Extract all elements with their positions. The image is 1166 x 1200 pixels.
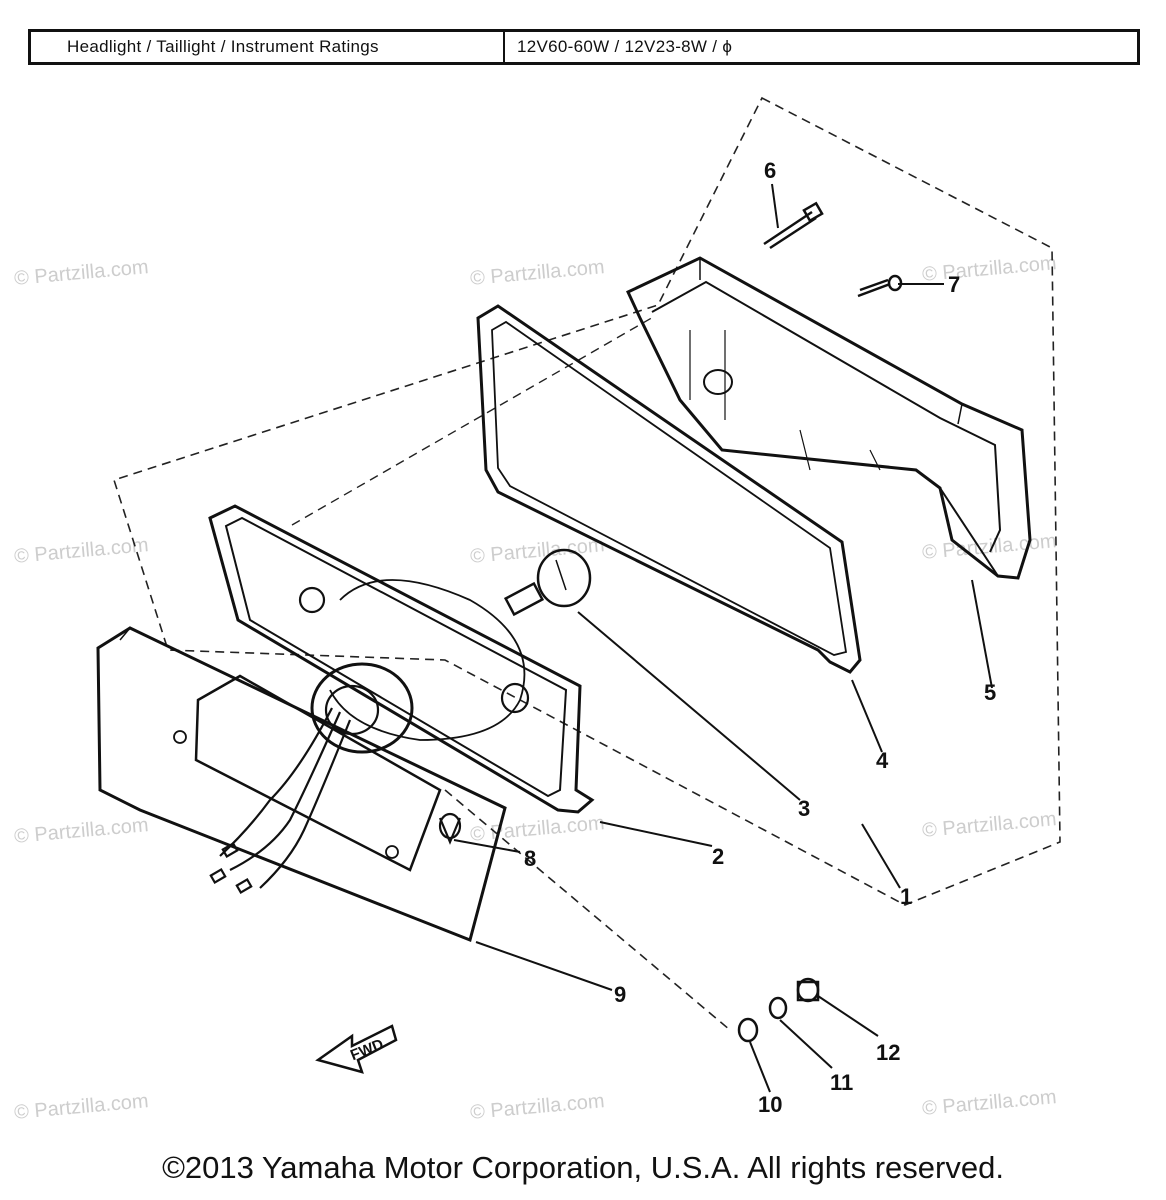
callout-7: 7 xyxy=(948,272,960,297)
rear-housing xyxy=(626,256,1032,580)
wiring-harness xyxy=(209,707,352,894)
ratings-value: 12V60-60W / 12V23-8W / ϕ xyxy=(517,37,733,56)
assembly-boundary xyxy=(444,789,731,1031)
screw-6 xyxy=(763,201,824,250)
lens-gasket xyxy=(491,320,848,656)
bulb xyxy=(503,548,592,617)
callout-11: 11 xyxy=(830,1070,853,1095)
ratings-label: Headlight / Taillight / Instrument Ratin… xyxy=(31,32,505,62)
assembly-boundary xyxy=(112,96,1061,906)
headlight-bezel xyxy=(96,626,507,943)
callout-2: 2 xyxy=(712,844,724,869)
assembly-boundary xyxy=(291,315,656,526)
lens-gasket xyxy=(476,304,862,674)
callout-12: 12 xyxy=(876,1040,900,1065)
callout-4: 4 xyxy=(876,748,889,773)
pilot-bulb xyxy=(438,812,462,845)
callout-5: 5 xyxy=(984,680,996,705)
ratings-table: Headlight / Taillight / Instrument Ratin… xyxy=(28,29,1140,65)
fasteners xyxy=(737,977,820,1043)
callout-10: 10 xyxy=(758,1092,782,1117)
callout-9: 9 xyxy=(614,982,626,1007)
fwd-arrow: FWD xyxy=(315,1024,398,1074)
copyright-notice: ©2013 Yamaha Motor Corporation, U.S.A. A… xyxy=(162,1150,1004,1185)
callout-1: 1 xyxy=(900,884,912,909)
headlight-rim xyxy=(208,504,595,814)
leader-lines xyxy=(453,183,993,1093)
callout-6: 6 xyxy=(764,158,776,183)
sealed-beam-unit xyxy=(298,579,530,754)
callout-8: 8 xyxy=(524,846,536,871)
screw-7 xyxy=(857,274,903,298)
fwd-label: FWD xyxy=(348,1036,386,1065)
callout-3: 3 xyxy=(798,796,810,821)
